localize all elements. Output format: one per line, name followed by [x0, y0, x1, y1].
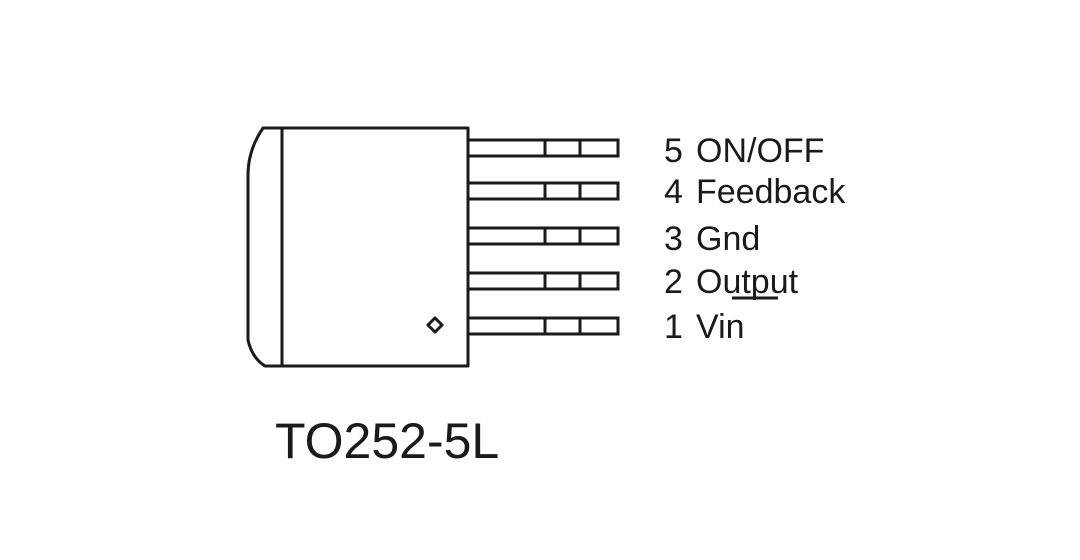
lead-body: [466, 181, 620, 201]
package-tab: [246, 126, 282, 368]
pin-name-3: Gnd: [696, 220, 760, 258]
package-name: TO252-5L: [275, 413, 499, 469]
lead-body: [466, 226, 620, 246]
pin1-marker-icon: [426, 316, 444, 334]
package-body: [246, 126, 470, 368]
pin-name-4: Feedback: [696, 173, 846, 211]
lead-body: [466, 138, 620, 158]
pin-label-4: 4: [664, 173, 683, 211]
pin-name-1: Vin: [696, 308, 745, 346]
lead-body: [466, 316, 620, 336]
pin-label-3: 3: [664, 220, 683, 258]
pin-label-2: 2: [664, 263, 683, 301]
lead-body: [466, 271, 620, 291]
pin-label-1: 1: [664, 308, 683, 346]
lead-pin-5: [466, 138, 620, 158]
lead-pin-1: [466, 316, 620, 336]
lead-pin-3: [466, 226, 620, 246]
lead-pin-4: [466, 181, 620, 201]
lead-pin-2: [466, 271, 620, 291]
package-main-body: [280, 126, 470, 368]
pin-name-2: Output: [696, 263, 799, 301]
pin-name-5: ON/OFF: [696, 132, 824, 170]
leads-group: [466, 138, 620, 336]
pin-labels: 5 ON/OFF 4 Feedback 3 Gnd 2 Output 1 Vin: [664, 132, 846, 346]
pin-label-5: 5: [664, 132, 683, 170]
